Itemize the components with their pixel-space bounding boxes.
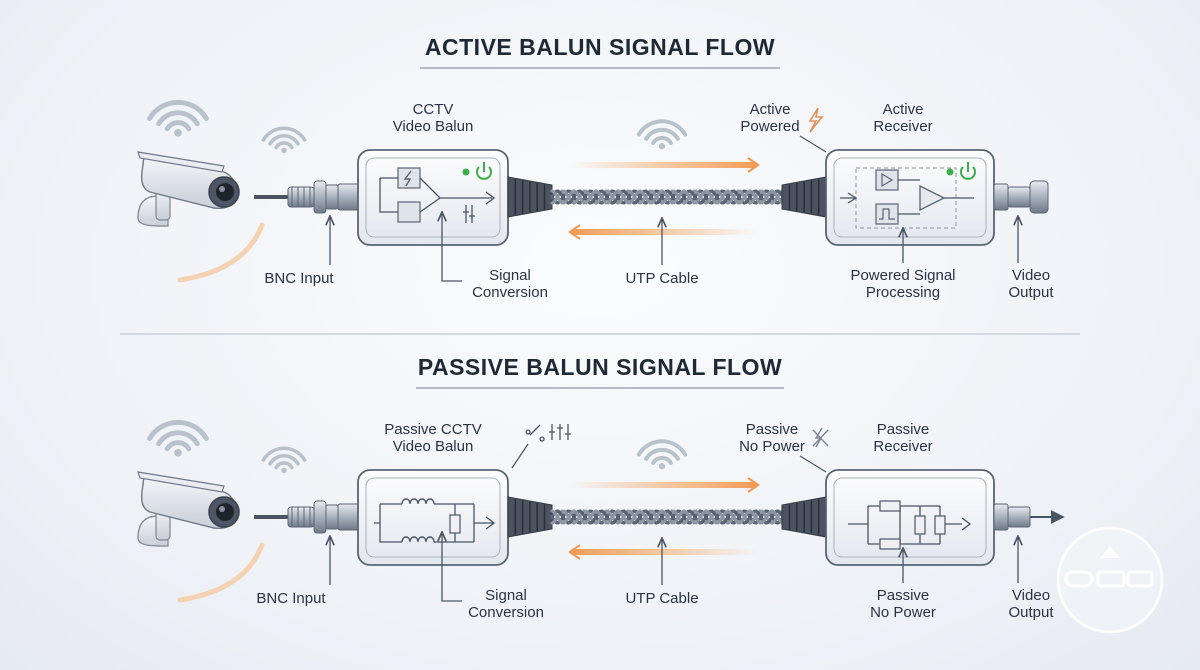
- no-power-icon: [812, 427, 829, 448]
- power-state-pointer: [799, 135, 827, 153]
- power-icon: [462, 162, 492, 180]
- signal-flow-arrow-left: [568, 224, 758, 240]
- strain-relief: [781, 496, 827, 538]
- bnc-output-connector: [993, 503, 1065, 531]
- bnc-output-connector: [993, 180, 1049, 214]
- strain-relief: [781, 176, 827, 218]
- utp-twisted-pair-cable: [550, 189, 784, 205]
- signal-flow-arrow-left: [568, 544, 758, 560]
- wifi-icon: [261, 446, 307, 474]
- utp-twisted-pair-cable: [550, 509, 784, 525]
- adjust-icon: [463, 205, 475, 223]
- bnc-connector-icon: [287, 180, 339, 214]
- strain-relief: [507, 176, 553, 218]
- camera-glow: [177, 542, 265, 603]
- wifi-icon: [147, 99, 209, 137]
- receiver-circuit: [848, 500, 972, 550]
- bnc-collar: [337, 183, 361, 211]
- utp-cable-label: UTP Cable: [625, 270, 698, 287]
- signal-flow-arrow-right: [570, 157, 760, 173]
- camera-glow: [177, 222, 265, 283]
- receiver-circuit: [840, 162, 976, 229]
- cctv-camera-icon: [137, 471, 240, 547]
- wifi-icon: [636, 119, 688, 150]
- adjust-icon: [511, 424, 571, 469]
- bnc-collar: [337, 503, 361, 531]
- bnc-input-label: BNC Input: [256, 590, 326, 607]
- signal-conversion-pointer: [442, 213, 462, 282]
- watermark-logo: [1056, 526, 1164, 634]
- transmitter-circuit: [374, 498, 496, 543]
- wifi-icon: [261, 126, 307, 154]
- utp-cable-label: UTP Cable: [625, 590, 698, 607]
- balun-receiver: [825, 469, 995, 566]
- bnc-connector-icon: [287, 500, 339, 534]
- power-icon: [946, 162, 976, 180]
- signal-conversion-pointer: [442, 533, 462, 602]
- transmitter-circuit: [379, 162, 496, 223]
- strain-relief: [507, 496, 553, 538]
- wifi-icon: [636, 439, 688, 470]
- section-title: ACTIVE BALUN SIGNAL FLOW: [425, 34, 775, 60]
- wifi-icon: [147, 419, 209, 457]
- section-title: PASSIVE BALUN SIGNAL FLOW: [418, 354, 782, 380]
- signal-flow-arrow-right: [570, 477, 760, 493]
- cctv-camera-icon: [137, 151, 240, 227]
- lightning-icon: [808, 107, 824, 133]
- power-state-pointer: [799, 455, 827, 473]
- bnc-input-label: BNC Input: [264, 270, 334, 287]
